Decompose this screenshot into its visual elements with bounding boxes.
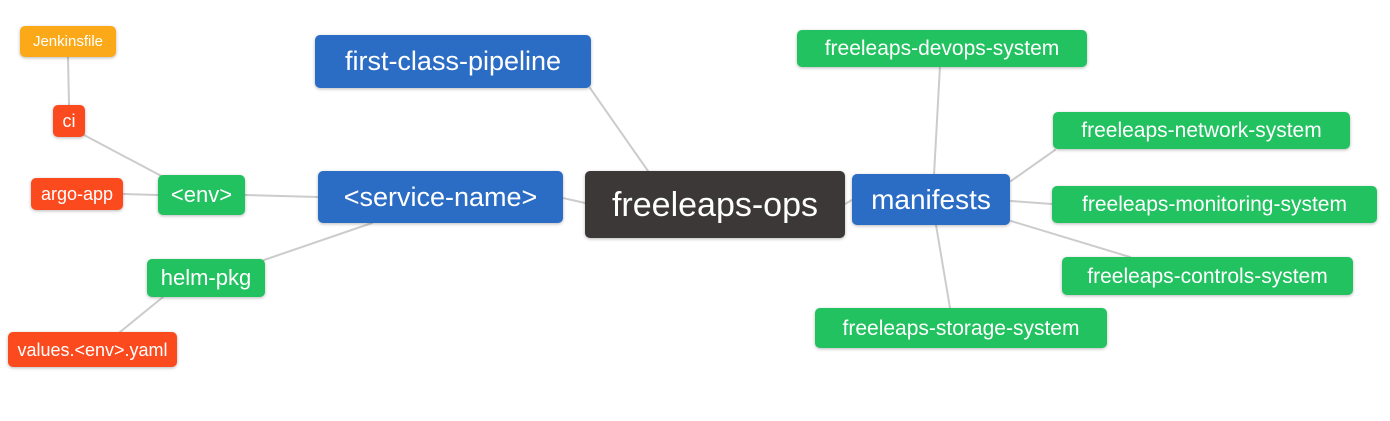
node-freeleaps-ops[interactable]: freeleaps-ops <box>585 171 845 238</box>
node-label: helm-pkg <box>160 265 252 290</box>
node-label: freeleaps-devops-system <box>824 37 1060 60</box>
node-helm-pkg[interactable]: helm-pkg <box>147 259 265 297</box>
node-freeleaps-network-system[interactable]: freeleaps-network-system <box>1053 112 1350 149</box>
node-env[interactable]: <env> <box>158 175 245 215</box>
node-manifests[interactable]: manifests <box>852 174 1010 225</box>
node-service-name[interactable]: <service-name> <box>318 171 563 223</box>
node-values-env-yaml[interactable]: values.<env>.yaml <box>8 332 177 367</box>
node-label: argo-app <box>40 184 114 204</box>
node-label: freeleaps-network-system <box>1081 119 1322 142</box>
edge-first-class-pipeline-freeleaps-ops <box>589 87 649 172</box>
node-label: freeleaps-monitoring-system <box>1082 193 1347 216</box>
edge-argo-app-env <box>122 193 159 196</box>
edge-jenkinsfile-ci <box>67 56 70 106</box>
node-freeleaps-storage-system[interactable]: freeleaps-storage-system <box>815 308 1107 348</box>
node-label: <env> <box>170 182 233 207</box>
edge-ci-env <box>83 134 168 180</box>
node-freeleaps-devops-system[interactable]: freeleaps-devops-system <box>797 30 1087 67</box>
edge-manifests-freeleaps-network-system <box>1010 149 1056 182</box>
node-label: freeleaps-storage-system <box>842 316 1080 340</box>
node-label: <service-name> <box>343 181 538 212</box>
edge-service-name-freeleaps-ops <box>562 197 586 204</box>
node-first-class-pipeline[interactable]: first-class-pipeline <box>315 35 591 88</box>
node-label: values.<env>.yaml <box>17 339 168 360</box>
edge-manifests-freeleaps-controls-system <box>1010 220 1131 258</box>
node-ci[interactable]: ci <box>53 105 85 137</box>
edge-values-env-yaml-helm-pkg <box>119 296 164 333</box>
node-label: ci <box>62 111 76 131</box>
edge-helm-pkg-service-name <box>263 222 373 261</box>
node-label: manifests <box>871 183 991 215</box>
edge-env-service-name <box>244 194 319 198</box>
node-argo-app[interactable]: argo-app <box>31 178 123 210</box>
node-label: first-class-pipeline <box>344 46 562 76</box>
node-freeleaps-monitoring-system[interactable]: freeleaps-monitoring-system <box>1052 186 1377 223</box>
edge-manifests-freeleaps-monitoring-system <box>1010 200 1053 205</box>
node-label: freeleaps-ops <box>611 185 818 224</box>
edge-freeleaps-ops-manifests <box>844 199 853 205</box>
edge-manifests-freeleaps-devops-system <box>933 65 941 176</box>
node-label: freeleaps-controls-system <box>1087 264 1328 288</box>
node-label: Jenkinsfile <box>32 33 104 50</box>
edge-manifests-freeleaps-storage-system <box>935 224 951 309</box>
node-jenkinsfile[interactable]: Jenkinsfile <box>20 26 116 57</box>
node-freeleaps-controls-system[interactable]: freeleaps-controls-system <box>1062 257 1353 295</box>
